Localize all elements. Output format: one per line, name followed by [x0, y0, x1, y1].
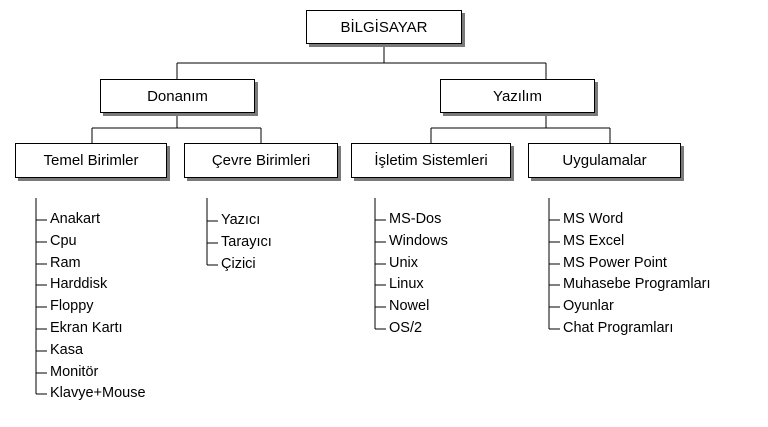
cevre-birimleri-item: Tarayıcı: [221, 234, 272, 250]
temel-birimler-label: Temel Birimler: [43, 152, 139, 169]
yazilim-node-label: Yazılım: [493, 87, 542, 105]
isletim-sistemleri-item: Nowel: [389, 298, 430, 314]
uygulamalar-item: MS Power Point: [563, 255, 667, 271]
cevre-birimleri-label: Çevre Birimleri: [211, 152, 311, 169]
uygulamalar-item: MS Word: [563, 211, 624, 227]
cevre-birimleri-node: Çevre Birimleri: [184, 143, 338, 178]
temel-birimler-item: Anakart: [50, 211, 100, 227]
cevre-birimleri-item: Çizici: [221, 256, 256, 272]
isletim-sistemleri-node: İşletim Sistemleri: [351, 143, 511, 178]
leaf-brackets: [35, 198, 560, 395]
uygulamalar-label: Uygulamalar: [562, 152, 647, 169]
isletim-sistemleri-item: OS/2: [389, 320, 423, 336]
temel-birimler-item: Harddisk: [50, 276, 108, 292]
uygulamalar-item: Chat Programları: [563, 320, 674, 336]
isletim-sistemleri-item: Unix: [389, 255, 419, 271]
temel-birimler-item: Ekran Kartı: [50, 320, 123, 336]
isletim-sistemleri-item: Linux: [389, 276, 424, 292]
uygulamalar-node: Uygulamalar: [528, 143, 681, 178]
uygulamalar-item: Oyunlar: [563, 298, 614, 314]
uygulamalar-item: Muhasebe Programları: [563, 276, 711, 292]
cevre-birimleri-item: Yazıcı: [221, 212, 261, 228]
temel-birimler-item: Klavye+Mouse: [50, 385, 146, 401]
isletim-sistemleri-label: İşletim Sistemleri: [374, 152, 488, 169]
isletim-sistemleri-item: MS-Dos: [389, 211, 442, 227]
uygulamalar-item: MS Excel: [563, 233, 625, 249]
root-node-label: BİLGİSAYAR: [340, 18, 428, 36]
temel-birimler-node: Temel Birimler: [15, 143, 167, 178]
temel-birimler-item: Ram: [50, 255, 81, 271]
temel-birimler-item: Floppy: [50, 298, 94, 314]
donanim-node-label: Donanım: [147, 87, 208, 105]
root-node: BİLGİSAYAR: [306, 10, 462, 44]
temel-birimler-item: Monitör: [50, 364, 99, 380]
temel-birimler-item: Kasa: [50, 342, 84, 358]
donanim-node: Donanım: [100, 79, 255, 113]
temel-birimler-item: Cpu: [50, 233, 77, 249]
yazilim-node: Yazılım: [440, 79, 595, 113]
isletim-sistemleri-item: Windows: [389, 233, 448, 249]
